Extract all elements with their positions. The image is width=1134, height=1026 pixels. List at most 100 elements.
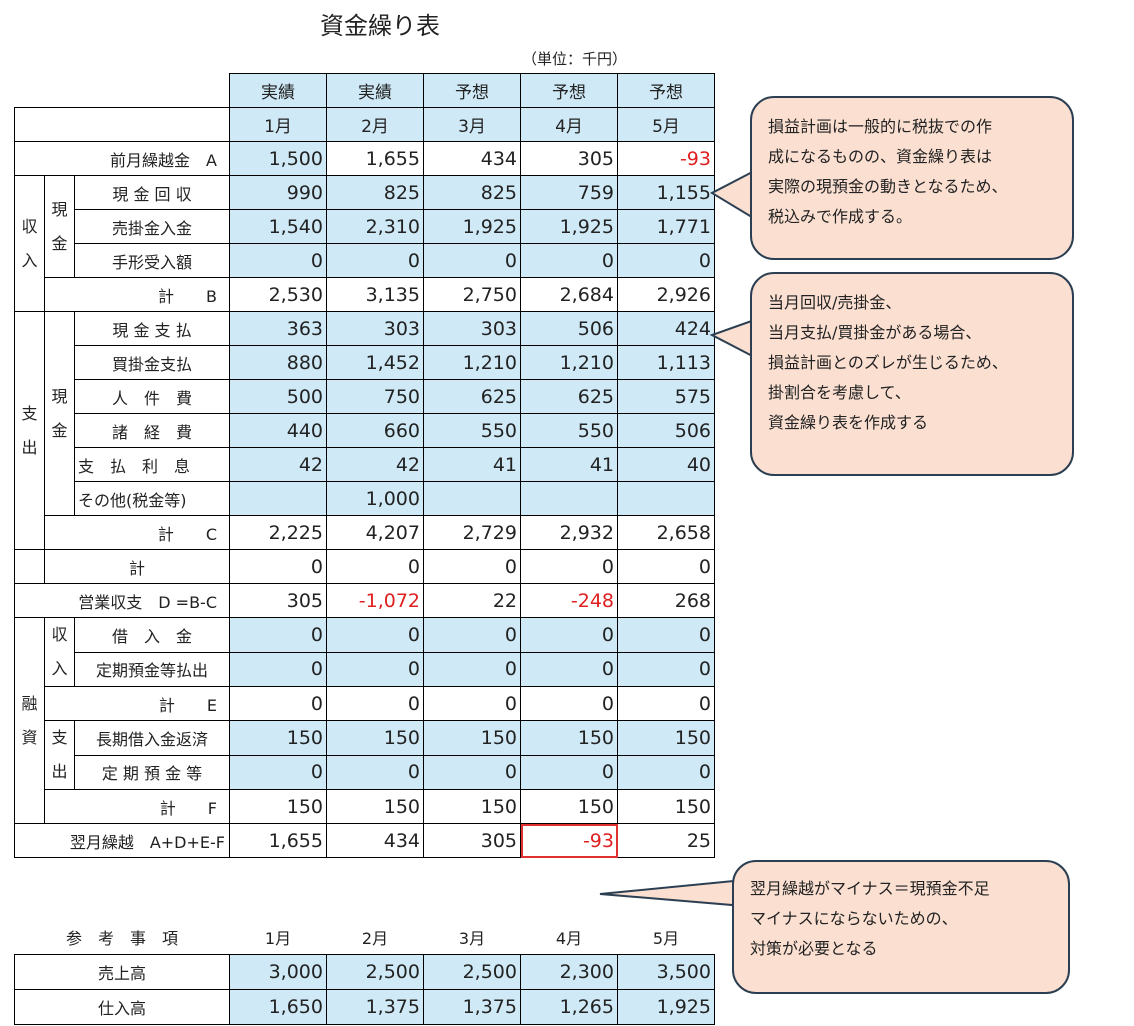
cell[interactable]: 550 (423, 413, 521, 448)
cell[interactable]: 0 (423, 754, 521, 790)
cell[interactable]: 150 (520, 720, 618, 756)
cell[interactable]: 2,225 (229, 515, 327, 550)
row-label: 計 E (44, 686, 230, 721)
cell[interactable]: 434 (326, 823, 424, 858)
cell[interactable]: 3,000 (229, 953, 327, 990)
cell[interactable] (617, 481, 715, 516)
cell[interactable]: 1,655 (326, 141, 424, 176)
ref-month-3: 3月 (458, 928, 486, 948)
cell[interactable]: 305 (423, 823, 521, 858)
cell[interactable]: 2,750 (423, 277, 521, 312)
cell[interactable]: 1,452 (326, 345, 424, 380)
cell[interactable]: 1,925 (617, 988, 715, 1025)
col-month-4: 4月 (520, 107, 618, 142)
cell[interactable]: 1,210 (520, 345, 618, 380)
cell[interactable]: 0 (326, 651, 424, 687)
cell[interactable] (520, 481, 618, 516)
callout-pointer-3 (599, 878, 745, 908)
cell[interactable]: 42 (326, 447, 424, 482)
cell[interactable]: 1,500 (229, 141, 327, 176)
cell[interactable]: 825 (423, 175, 521, 210)
group-cash-expense: 現金 (44, 311, 75, 516)
cell[interactable]: 1,655 (229, 823, 327, 858)
cell[interactable]: 2,926 (617, 277, 715, 312)
cell[interactable]: 150 (617, 720, 715, 756)
cell[interactable]: 625 (520, 379, 618, 414)
group-fin-out: 支出 (44, 720, 75, 790)
cell[interactable]: 2,729 (423, 515, 521, 550)
cell[interactable]: 1,375 (423, 988, 521, 1025)
cell[interactable]: 440 (229, 413, 327, 448)
cell[interactable]: 1,925 (520, 209, 618, 244)
cell[interactable]: 0 (617, 686, 715, 721)
cell[interactable]: 1,375 (326, 988, 424, 1025)
cell[interactable] (229, 481, 327, 516)
cell-negative[interactable]: -248 (520, 583, 618, 618)
cell[interactable]: 4,207 (326, 515, 424, 550)
cell[interactable]: 150 (423, 720, 521, 756)
cell[interactable]: 625 (423, 379, 521, 414)
cell[interactable]: 0 (617, 754, 715, 790)
cell[interactable]: 2,500 (423, 953, 521, 990)
cell[interactable]: 0 (423, 617, 521, 653)
cell[interactable]: 305 (229, 583, 327, 618)
cell[interactable]: 41 (520, 447, 618, 482)
row-repay: 支出 長期借入金返済 150 150 150 150 150 (15, 720, 715, 790)
cell[interactable]: 880 (229, 345, 327, 380)
row-label: 支 払 利 息 (74, 447, 230, 482)
cell[interactable]: 0 (520, 243, 618, 278)
cell[interactable]: 0 (520, 754, 618, 790)
cell[interactable]: 2,932 (520, 515, 618, 550)
cell[interactable]: 2,684 (520, 277, 618, 312)
cell[interactable]: 3,500 (617, 953, 715, 990)
cell[interactable]: 500 (229, 379, 327, 414)
cell[interactable]: 0 (326, 754, 424, 790)
cell[interactable]: 0 (617, 617, 715, 653)
cell[interactable]: 575 (617, 379, 715, 414)
cell[interactable]: 0 (617, 549, 715, 584)
cell[interactable]: 1,771 (617, 209, 715, 244)
cell[interactable] (423, 481, 521, 516)
cell[interactable]: 0 (326, 243, 424, 278)
cell[interactable]: 1,540 (229, 209, 327, 244)
cell[interactable]: 1,155 (617, 175, 715, 210)
cell[interactable]: 1,210 (423, 345, 521, 380)
cell[interactable]: 25 (617, 823, 715, 858)
cell[interactable]: 0 (326, 686, 424, 721)
cell[interactable]: 0 (520, 651, 618, 687)
cell[interactable]: 0 (229, 617, 327, 653)
cell[interactable]: 2,310 (326, 209, 424, 244)
cell[interactable]: 42 (229, 447, 327, 482)
cell[interactable]: 660 (326, 413, 424, 448)
cell[interactable]: 0 (229, 651, 327, 687)
cell[interactable]: 2,658 (617, 515, 715, 550)
cell[interactable]: 424 (617, 311, 715, 346)
cell[interactable]: 0 (423, 243, 521, 278)
cell[interactable]: 0 (229, 754, 327, 790)
cell[interactable]: 0 (520, 617, 618, 653)
cell[interactable]: 1,113 (617, 345, 715, 380)
cell[interactable]: 150 (423, 789, 521, 824)
cell[interactable]: 268 (617, 583, 715, 618)
cell[interactable]: 0 (617, 243, 715, 278)
cell[interactable]: 434 (423, 141, 521, 176)
row-cash-pay: 支出 現金 現 金 支 払 363 303 303 506 424 (14, 311, 715, 550)
cell[interactable]: 0 (229, 243, 327, 278)
cell[interactable]: 0 (617, 651, 715, 687)
cell[interactable]: 40 (617, 447, 715, 482)
cell[interactable]: 825 (326, 175, 424, 210)
cell-negative-highlight[interactable]: -93 (520, 823, 618, 858)
group-finance: 融資 (14, 617, 45, 824)
row-label: 前月繰越金 A (14, 141, 230, 176)
cell[interactable]: 150 (229, 720, 327, 756)
cell[interactable]: 0 (520, 686, 618, 721)
cell[interactable]: 303 (326, 311, 424, 346)
cell[interactable]: 1,265 (520, 988, 618, 1025)
cell[interactable]: 750 (326, 379, 424, 414)
cell[interactable]: 150 (229, 789, 327, 824)
cell[interactable]: 303 (423, 311, 521, 346)
cell[interactable]: 363 (229, 311, 327, 346)
cell[interactable]: 1,925 (423, 209, 521, 244)
cell-negative[interactable]: -1,072 (326, 583, 424, 618)
cell[interactable]: 550 (520, 413, 618, 448)
